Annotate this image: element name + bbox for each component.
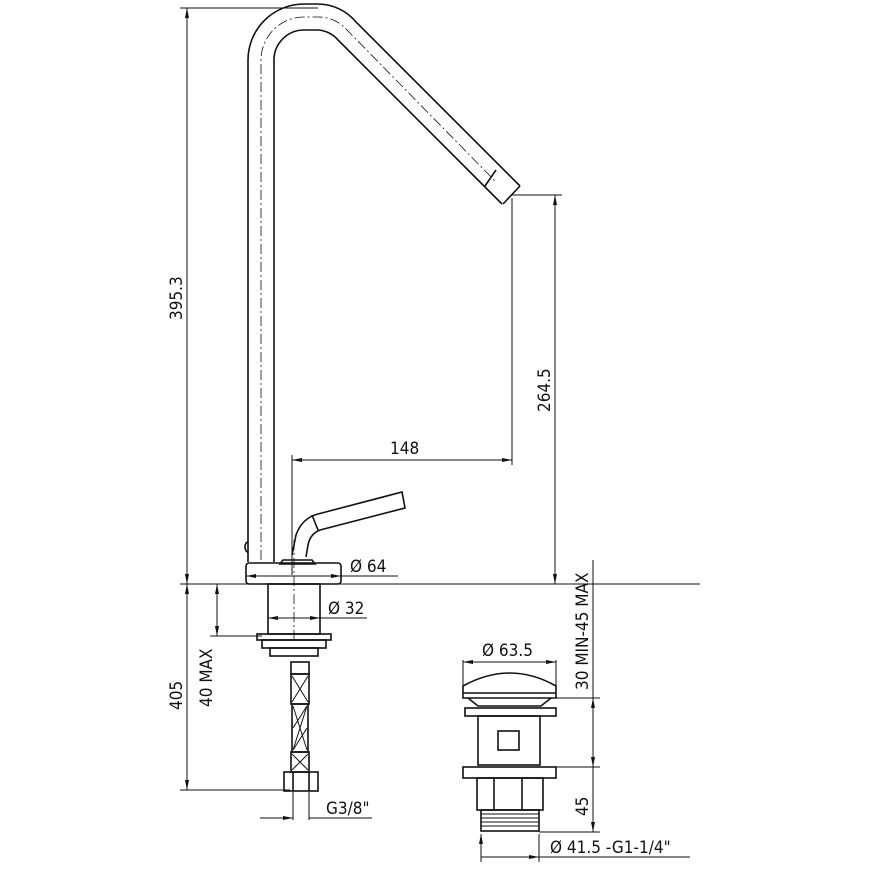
faucet-base: [245, 540, 342, 657]
dim-drain-cap-diameter: Ø 63.5: [482, 641, 533, 661]
dim-drain-thread: Ø 41.5 -G1-1/4": [550, 838, 671, 858]
pop-up-drain: [462, 672, 557, 832]
dim-deck-thickness: 40 MAX: [197, 649, 217, 707]
dim-total-height: 395.3: [167, 276, 187, 320]
dim-drain-height-range: 30 MIN-45 MAX: [573, 573, 593, 690]
dim-shank-diameter: Ø 32: [328, 599, 364, 619]
dimension-lines: [180, 7, 700, 862]
dim-hose-thread: G3/8": [326, 799, 370, 819]
flexible-hose: [283, 661, 319, 792]
dim-base-diameter: Ø 64: [350, 557, 386, 577]
dim-spout-reach: 148: [390, 439, 419, 459]
lever-handle: [278, 491, 406, 565]
dim-spout-height: 264.5: [535, 368, 555, 412]
spout: [244, 3, 521, 562]
dim-below-deck: 405: [167, 681, 187, 710]
dim-drain-body: 45: [573, 797, 593, 816]
